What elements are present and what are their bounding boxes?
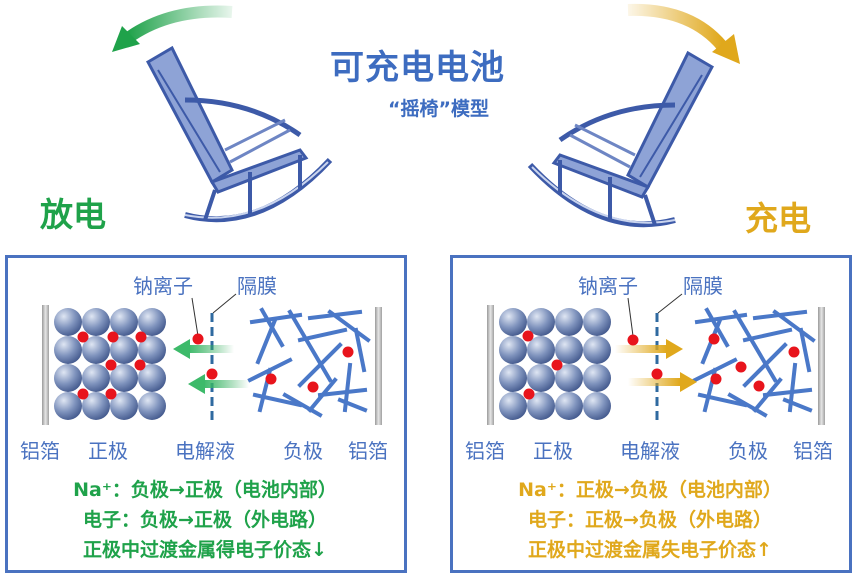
foil-left-label: 铝箔 [20, 439, 60, 463]
cathode-label: 正极 [88, 439, 128, 463]
cathode-particle [499, 336, 527, 364]
rocking-chair-right-icon [530, 53, 712, 225]
aluminum-foil-right [818, 307, 825, 425]
cathode-particle [138, 308, 166, 336]
cathode-particle [54, 308, 82, 336]
ion-leader-line [191, 297, 199, 337]
cathode-particle [138, 336, 166, 364]
cathode-particle [583, 336, 611, 364]
ion-arrow [628, 372, 697, 392]
cathode-particle [499, 308, 527, 336]
rocking-chair-left-icon [148, 48, 330, 220]
cathode-particle [54, 336, 82, 364]
charge-panel [450, 255, 852, 573]
cathode-label: 正极 [533, 439, 573, 463]
discharge-label: 放电 [40, 195, 106, 234]
cathode-particle [583, 308, 611, 336]
separator-callout: 隔膜 [683, 274, 723, 298]
aluminum-foil-left [42, 305, 49, 425]
discharge-note-electron: 电子：负极→正极（外电路） [83, 509, 327, 531]
anode-label: 负极 [283, 439, 323, 463]
cathode-lattice [54, 308, 166, 420]
cathode-particle [527, 336, 555, 364]
separator-callout: 隔膜 [237, 274, 277, 298]
cathode-particle [138, 392, 166, 420]
cathode-particle [555, 308, 583, 336]
cathode-particle [583, 364, 611, 392]
cathode-particle [82, 392, 110, 420]
cathode-particle [54, 364, 82, 392]
charge-label: 充电 [745, 199, 811, 238]
cathode-particle [110, 392, 138, 420]
discharge-note-ion: Na⁺：负极→正极（电池内部） [73, 479, 337, 501]
ion-callout: 钠离子 [578, 274, 638, 298]
cathode-particle [527, 364, 555, 392]
charge-direction-arrow [627, 3, 727, 50]
page-title: 可充电电池 [330, 48, 505, 88]
electrolyte-label: 电解液 [620, 439, 680, 463]
cathode-particle [110, 364, 138, 392]
ion-leader-line [627, 297, 634, 337]
cathode-particle [82, 364, 110, 392]
discharge-panel [5, 255, 407, 573]
anode-carbon [248, 308, 370, 417]
cathode-particle [82, 336, 110, 364]
charge-note-valence: 正极中过渡金属失电子价态↑ [528, 539, 772, 561]
sodium-ions [522, 330, 800, 400]
charge-arrowhead-icon [712, 34, 740, 64]
ion-callout: 钠离子 [133, 274, 193, 298]
cathode-lattice [499, 308, 611, 420]
electrolyte-label: 电解液 [175, 439, 235, 463]
discharge-cell [42, 293, 382, 425]
ion-arrow [188, 374, 249, 394]
cathode-particle [555, 392, 583, 420]
charge-cell [487, 293, 825, 425]
anode-label: 负极 [728, 439, 768, 463]
ion-arrow [615, 339, 683, 359]
separator-leader-line [657, 293, 683, 314]
cathode-particle [527, 392, 555, 420]
charge-note-electron: 电子：正极→负极（外电路） [528, 509, 772, 531]
foil-right-label: 铝箔 [348, 439, 388, 463]
cathode-particle [555, 364, 583, 392]
cathode-particle [110, 336, 138, 364]
aluminum-foil-right [375, 307, 382, 425]
separator-leader-line [212, 293, 237, 314]
cathode-particle [555, 336, 583, 364]
charge-note-ion: Na⁺：正极→负极（电池内部） [518, 479, 782, 501]
page-subtitle: “摇椅”模型 [388, 98, 489, 120]
discharge-arrowhead-icon [112, 26, 140, 52]
anode-carbon [693, 308, 815, 417]
discharge-note-valence: 正极中过渡金属得电子价态↓ [83, 539, 327, 561]
ion-arrow [173, 339, 234, 359]
foil-right-label: 铝箔 [793, 439, 833, 463]
cathode-particle [110, 308, 138, 336]
cathode-particle [82, 308, 110, 336]
sodium-ions [77, 331, 354, 400]
cathode-particle [527, 308, 555, 336]
cathode-particle [499, 364, 527, 392]
foil-left-label: 铝箔 [465, 439, 505, 463]
aluminum-foil-left [487, 305, 494, 425]
cathode-particle [138, 364, 166, 392]
cathode-particle [54, 392, 82, 420]
cathode-particle [583, 392, 611, 420]
cathode-particle [499, 392, 527, 420]
discharge-direction-arrow [124, 5, 233, 43]
